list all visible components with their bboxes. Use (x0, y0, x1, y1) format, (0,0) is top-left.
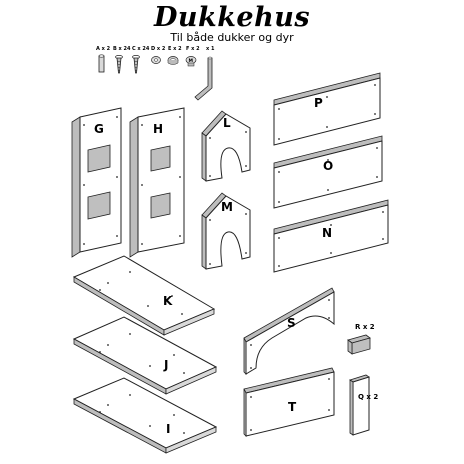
panel-h: H (129, 107, 185, 258)
part-label-n: N (322, 226, 332, 240)
panel-r: R x 2 (347, 323, 375, 355)
hardware-label-key: x 1 (206, 46, 215, 52)
nut-icon (167, 56, 179, 65)
hardware-label-e: E x 2 (168, 46, 182, 52)
hardware-label-f: F x 2 (186, 46, 200, 52)
part-label-l: L (223, 116, 231, 130)
panel-n: N (273, 199, 389, 273)
panel-i: I (72, 377, 218, 454)
screw-icon (115, 55, 123, 74)
hardware-label-d: D x 2 (151, 46, 166, 52)
panel-g: G (71, 107, 122, 258)
part-label-s: S (287, 316, 296, 330)
part-label-i: I (166, 422, 170, 436)
part-label-p: P (314, 96, 323, 110)
screw-icon (132, 55, 140, 74)
hardware-label-a: A x 2 (96, 46, 111, 52)
panel-q: Q x 2 (349, 374, 378, 436)
diagram-subtitle: Til både dukker og dyr (170, 31, 294, 44)
dowel-icon (98, 54, 105, 73)
hardware-label-c: C x 24 (132, 46, 150, 52)
panel-s: S (243, 287, 335, 375)
allen-key-icon (194, 56, 213, 101)
panel-j: J (72, 316, 218, 395)
bolt-stamp: M (189, 58, 194, 64)
part-label-k: K (163, 294, 173, 308)
hardware-row: A x 2 B x 24 C x 24 D x 2 E x 2 F x 2 x … (96, 46, 215, 101)
diagram-title: Dukkehus (153, 2, 311, 33)
bolt-icon: M (185, 56, 197, 67)
part-label-j: J (163, 358, 168, 372)
part-label-o: O (323, 159, 333, 173)
part-label-t: T (288, 400, 297, 414)
part-label-r: R x 2 (355, 323, 375, 331)
panel-o: O (273, 135, 383, 209)
hardware-label-b: B x 24 (113, 46, 131, 52)
washer-icon (151, 56, 161, 64)
part-label-q: Q x 2 (358, 393, 378, 401)
panel-p: P (273, 72, 381, 146)
panel-l: L (201, 110, 251, 182)
part-label-h: H (153, 122, 163, 136)
part-label-g: G (94, 122, 104, 136)
part-label-m: M (221, 200, 233, 214)
panel-m: M (201, 192, 251, 270)
panel-k: K (72, 255, 216, 336)
panel-t: T (243, 367, 335, 437)
